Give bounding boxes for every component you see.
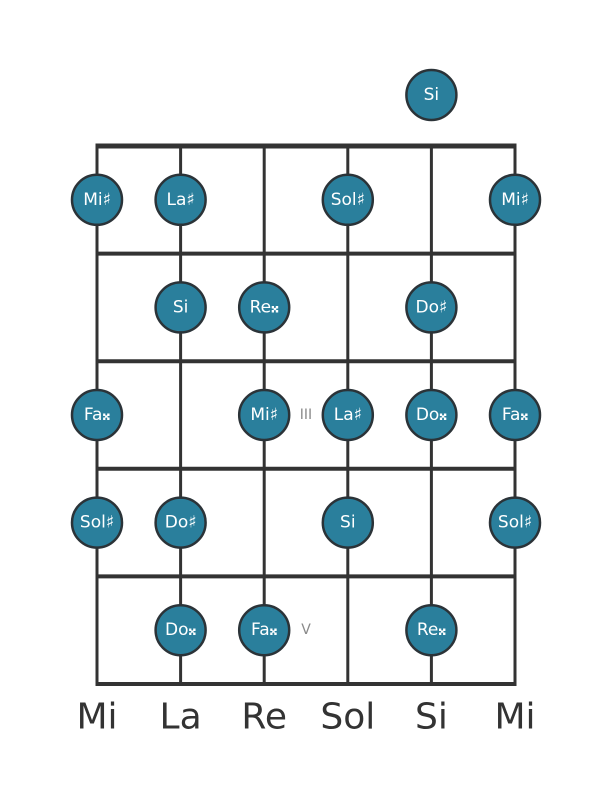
note-circle (488, 173, 542, 227)
note-label: La♯ (334, 405, 362, 425)
note-dot: Mi♯ (70, 173, 124, 227)
note-dot: La♯ (154, 173, 207, 227)
string-name-label: Re (241, 697, 287, 738)
note-circle (488, 388, 542, 442)
string-name-label: Sol (320, 697, 375, 738)
note-label: Si (424, 85, 440, 105)
note-label: Fa𝄪 (251, 620, 278, 640)
note-circle (237, 388, 291, 442)
note-dot: Fa𝄪 (237, 603, 291, 657)
note-label: Re𝄪 (250, 297, 280, 317)
note-dot: Sol♯ (488, 496, 542, 549)
note-label: Sol♯ (80, 513, 114, 533)
note-dot: Si (154, 281, 207, 334)
string-name-label: Mi (76, 697, 117, 738)
note-label: Re𝄪 (417, 620, 447, 640)
note-dot: Do♯ (154, 496, 207, 549)
note-circle (405, 281, 458, 334)
fret-markers: III V (300, 407, 312, 638)
note-label: Fa𝄪 (84, 405, 111, 425)
note-label: La♯ (167, 190, 195, 210)
note-dot: Si (321, 496, 375, 549)
note-circle (70, 173, 124, 227)
note-dot: Sol♯ (321, 173, 375, 227)
string-name-label: Mi (494, 697, 535, 738)
note-label: Mi♯ (83, 190, 111, 210)
note-dot: Do♯ (405, 281, 458, 334)
note-dot: Mi♯ (488, 173, 542, 227)
string-name-label: Si (415, 697, 448, 738)
string-names: Mi La Re Sol Si Mi (76, 697, 535, 738)
note-label: Mi♯ (501, 190, 529, 210)
note-circle (321, 388, 375, 442)
note-circle (237, 603, 291, 657)
note-label: Do𝄪 (165, 620, 196, 640)
note-label: Mi♯ (250, 405, 278, 425)
note-label: Si (340, 513, 356, 533)
note-circle (488, 496, 542, 549)
note-dot: La♯ (321, 388, 375, 442)
note-label: Do♯ (416, 297, 448, 317)
note-dot: Si (405, 68, 458, 122)
note-label: Fa𝄪 (502, 405, 529, 425)
note-circle (405, 388, 458, 442)
note-label: Do𝄪 (416, 405, 447, 425)
note-circle (154, 281, 207, 334)
fret-marker-label: V (301, 622, 311, 638)
note-dot: Mi♯ (237, 388, 291, 442)
note-circle (154, 496, 207, 549)
note-label: Do♯ (165, 513, 197, 533)
note-dot: Do𝄪 (154, 603, 207, 657)
note-dot: Fa𝄪 (70, 388, 124, 442)
note-circle (154, 603, 207, 657)
note-circle (70, 496, 124, 549)
note-dot: Re𝄪 (405, 603, 458, 657)
note-circle (70, 388, 124, 442)
string-name-label: La (160, 697, 202, 738)
note-circle (321, 496, 375, 549)
note-circle (154, 173, 207, 227)
fret-marker-label: III (300, 407, 312, 423)
note-label: Si (173, 297, 189, 317)
note-circle (321, 173, 375, 227)
note-label: Sol♯ (331, 190, 365, 210)
note-circle (237, 281, 291, 334)
note-dot: Sol♯ (70, 496, 124, 549)
note-dot: Re𝄪 (237, 281, 291, 334)
note-dot: Do𝄪 (405, 388, 458, 442)
note-circle (405, 603, 458, 657)
note-circle (405, 68, 458, 122)
note-label: Sol♯ (498, 513, 532, 533)
note-dot: Fa𝄪 (488, 388, 542, 442)
